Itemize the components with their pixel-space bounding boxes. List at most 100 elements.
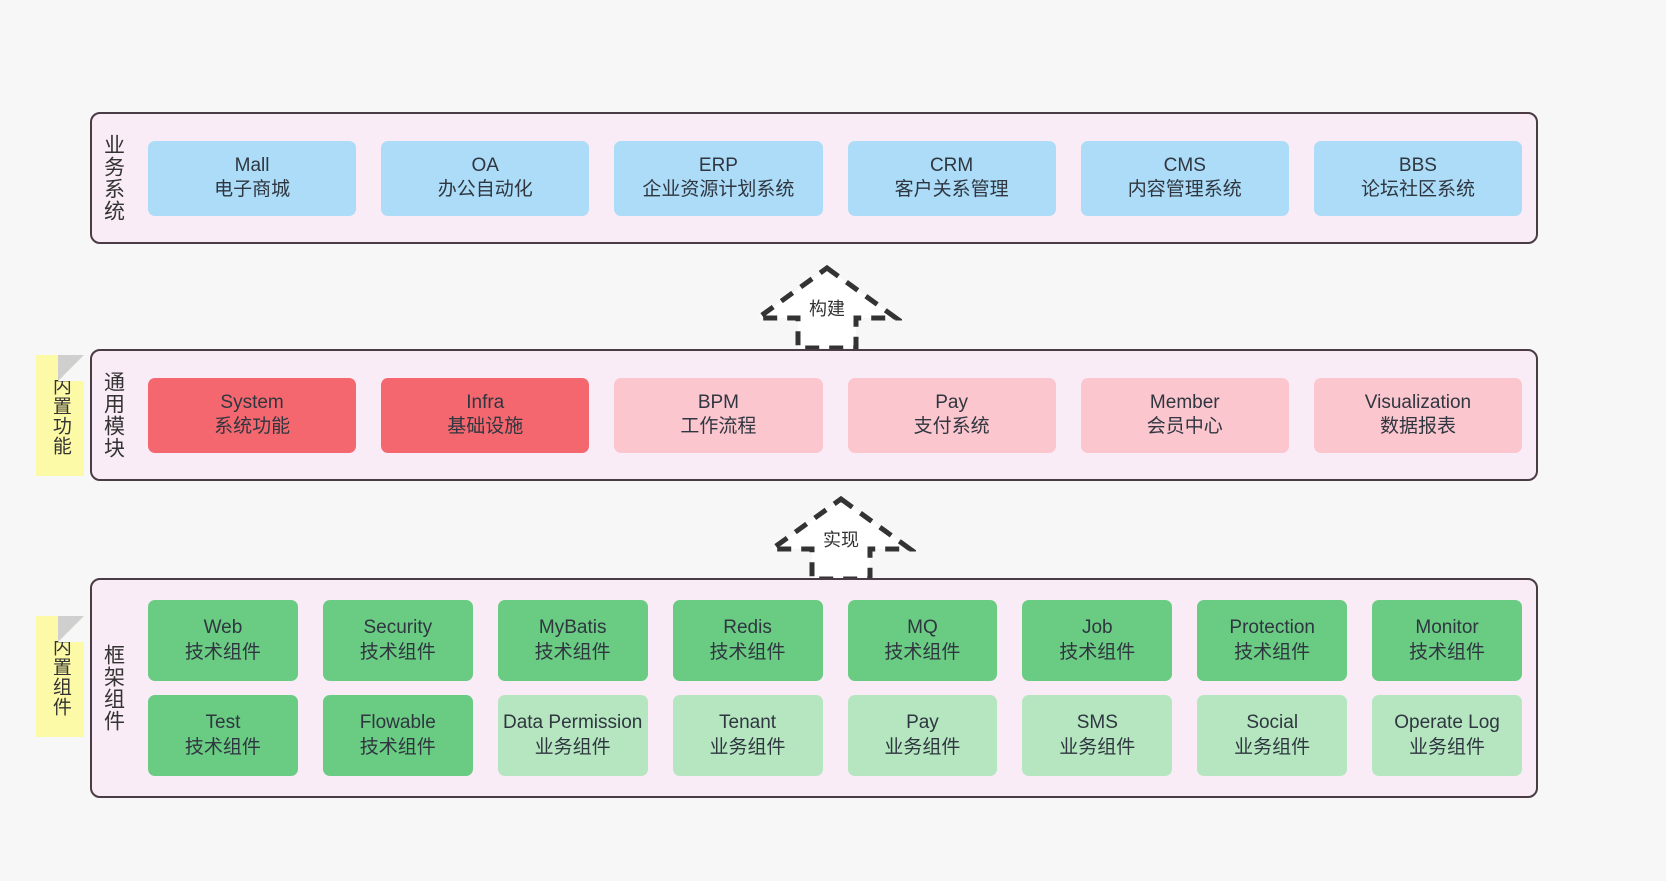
card-title-cn: 支付系统 [913, 416, 990, 437]
card-title-cn: 业务组件 [1059, 736, 1136, 758]
card-title-cn: 工作流程 [680, 416, 757, 437]
card-title-en: Flowable [359, 712, 436, 734]
card-title-cn: 数据报表 [1379, 416, 1456, 437]
card-title-cn: 企业资源计划系统 [642, 179, 795, 200]
card-title-cn: 技术组件 [359, 736, 436, 758]
card-title-en: Security [363, 617, 433, 639]
card-monitor[interactable]: Monitor 技术组件 [1372, 600, 1522, 681]
card-title-en: Pay [935, 391, 968, 413]
card-title-cn: 业务组件 [884, 736, 961, 758]
card-title-cn: 技术组件 [1234, 641, 1311, 663]
card-title-cn: 业务组件 [1234, 736, 1311, 758]
card-title-en: Social [1246, 712, 1299, 734]
layer-body-business: Mall 电子商城 OA 办公自动化 ERP 企业资源计划系统 CRM 客户关系… [134, 114, 1536, 242]
layer-body-common: System 系统功能 Infra 基础设施 BPM 工作流程 Pay 支付系统… [134, 351, 1536, 479]
card-sms[interactable]: SMS 业务组件 [1022, 695, 1173, 776]
card-title-en: Mall [234, 154, 270, 176]
card-cms[interactable]: CMS 内容管理系统 [1080, 140, 1289, 216]
card-member[interactable]: Member 会员中心 [1080, 377, 1289, 453]
sticky-note-label: 内置组件 [49, 636, 71, 717]
card-protection[interactable]: Protection 技术组件 [1197, 600, 1348, 681]
card-title-en: Visualization [1364, 391, 1472, 413]
card-bpm[interactable]: BPM 工作流程 [614, 377, 823, 453]
arrow-label-build: 构建 [809, 299, 845, 319]
card-tenant[interactable]: Tenant 业务组件 [672, 695, 823, 776]
sticky-note-builtin-component: 内置组件 [36, 616, 84, 737]
card-title-cn: 会员中心 [1146, 416, 1223, 437]
layer-common-modules: 通用模块 System 系统功能 Infra 基础设施 BPM 工作流程 Pay… [90, 349, 1538, 481]
arrow-up-outline-icon [766, 495, 916, 582]
card-title-en: MyBatis [538, 617, 607, 639]
card-security[interactable]: Security 技术组件 [322, 600, 473, 681]
card-pay-business[interactable]: Pay 业务组件 [847, 695, 998, 776]
card-test[interactable]: Test 技术组件 [148, 695, 298, 776]
card-title-en: Redis [723, 617, 772, 639]
card-title-cn: 技术组件 [359, 641, 436, 663]
card-title-en: OA [471, 154, 499, 176]
card-mall[interactable]: Mall 电子商城 [148, 140, 357, 216]
card-infra[interactable]: Infra 基础设施 [381, 377, 590, 453]
card-title-cn: 技术组件 [709, 641, 786, 663]
card-mq[interactable]: MQ 技术组件 [847, 600, 998, 681]
card-title-cn: 业务组件 [1409, 736, 1486, 758]
card-title-cn: 客户关系管理 [894, 179, 1009, 200]
card-title-cn: 业务组件 [534, 736, 611, 758]
card-title-cn: 内容管理系统 [1127, 179, 1242, 200]
card-title-en: Tenant [719, 712, 777, 734]
card-title-en: BBS [1398, 154, 1437, 176]
card-title-cn: 系统功能 [214, 416, 291, 437]
card-mybatis[interactable]: MyBatis 技术组件 [497, 600, 648, 681]
card-title-en: Web [203, 617, 243, 639]
card-title-en: CRM [929, 154, 974, 176]
card-title-en: Member [1149, 391, 1220, 413]
card-data-permission[interactable]: Data Permission 业务组件 [497, 695, 648, 776]
card-title-en: MQ [907, 617, 938, 639]
card-title-en: SMS [1076, 712, 1118, 734]
card-redis[interactable]: Redis 技术组件 [672, 600, 823, 681]
card-title-cn: 技术组件 [184, 736, 261, 758]
card-title-en: Test [205, 712, 241, 734]
card-title-cn: 论坛社区系统 [1360, 179, 1475, 200]
card-title-en: Infra [466, 391, 505, 413]
card-title-en: CMS [1163, 154, 1206, 176]
card-title-cn: 技术组件 [1409, 641, 1486, 663]
card-social[interactable]: Social 业务组件 [1197, 695, 1348, 776]
card-job[interactable]: Job 技术组件 [1022, 600, 1173, 681]
card-bbs[interactable]: BBS 论坛社区系统 [1313, 140, 1523, 216]
card-web[interactable]: Web 技术组件 [148, 600, 298, 681]
sticky-note-builtin-function: 内置功能 [36, 355, 84, 476]
card-row: Web 技术组件 Security 技术组件 MyBatis 技术组件 Redi… [148, 600, 1522, 681]
card-title-cn: 电子商城 [214, 179, 291, 200]
card-visualization[interactable]: Visualization 数据报表 [1313, 377, 1523, 453]
layer-title-common: 通用模块 [101, 371, 125, 459]
card-title-en: BPM [697, 391, 740, 413]
card-operate-log[interactable]: Operate Log 业务组件 [1372, 695, 1522, 776]
card-title-cn: 技术组件 [884, 641, 961, 663]
card-system[interactable]: System 系统功能 [148, 377, 357, 453]
card-title-cn: 业务组件 [709, 736, 786, 758]
card-title-cn: 办公自动化 [437, 179, 533, 200]
arrow-label-implement: 实现 [823, 530, 859, 550]
sticky-note-label: 内置功能 [49, 375, 71, 456]
generalization-arrow-build: 构建 [752, 262, 902, 352]
card-title-en: Job [1081, 617, 1113, 639]
card-title-en: System [220, 391, 284, 413]
card-row: Mall 电子商城 OA 办公自动化 ERP 企业资源计划系统 CRM 客户关系… [148, 140, 1523, 216]
layer-framework-components: 框架组件 Web 技术组件 Security 技术组件 MyBatis 技术组件… [90, 578, 1538, 798]
card-crm[interactable]: CRM 客户关系管理 [847, 140, 1056, 216]
card-title-cn: 技术组件 [534, 641, 611, 663]
card-title-en: Operate Log [1394, 712, 1500, 734]
card-title-cn: 技术组件 [1059, 641, 1136, 663]
card-title-en: ERP [698, 154, 738, 176]
card-flowable[interactable]: Flowable 技术组件 [322, 695, 473, 776]
card-oa[interactable]: OA 办公自动化 [381, 140, 590, 216]
card-erp[interactable]: ERP 企业资源计划系统 [614, 140, 823, 216]
card-title-en: Data Permission [502, 712, 643, 734]
card-row: System 系统功能 Infra 基础设施 BPM 工作流程 Pay 支付系统… [148, 377, 1523, 453]
layer-title-framework: 框架组件 [101, 644, 125, 732]
layer-business-systems: 业务系统 Mall 电子商城 OA 办公自动化 ERP 企业资源计划系统 CRM… [90, 112, 1538, 244]
layer-body-framework: Web 技术组件 Security 技术组件 MyBatis 技术组件 Redi… [134, 580, 1536, 796]
card-title-en: Monitor [1415, 617, 1479, 639]
card-pay[interactable]: Pay 支付系统 [847, 377, 1056, 453]
card-title-en: Protection [1229, 617, 1315, 639]
